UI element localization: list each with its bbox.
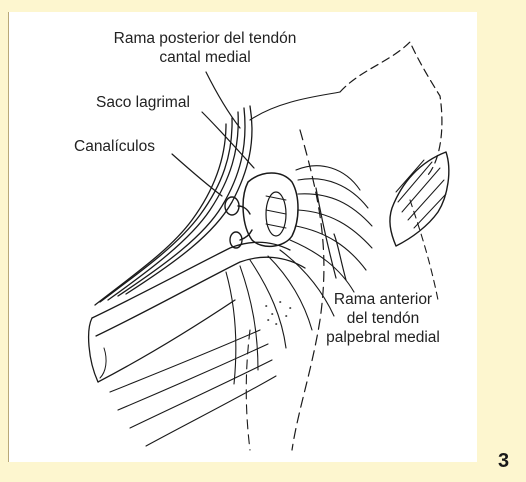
stipple-dots	[266, 302, 291, 324]
label-rama-anterior: Rama anterior del tendón palpebral media…	[304, 290, 462, 347]
lateral-orbit-dashed	[410, 200, 438, 300]
label-rama-posterior: Rama posterior del tendón cantal medial	[94, 29, 316, 67]
upper-lid-line	[250, 92, 340, 120]
orbit-outline-dashed	[340, 42, 442, 175]
label-rama-posterior-line1: Rama posterior del tendón	[94, 29, 316, 48]
lower-lid-fibres	[110, 330, 276, 446]
label-canaliculos: Canalículos	[74, 137, 155, 156]
lateral-muscle	[390, 152, 449, 246]
posterior-branch-fibres	[95, 106, 252, 305]
lacrimal-sac	[243, 173, 298, 246]
medial-tendon-band	[89, 242, 305, 382]
label-rama-anterior-line1: Rama anterior	[304, 290, 462, 309]
medial-edge-dashed	[246, 330, 250, 450]
label-saco-lagrimal: Saco lagrimal	[96, 93, 190, 112]
canaliculi	[225, 197, 252, 248]
leader-canaliculos	[172, 154, 222, 196]
figure-number: 3	[498, 450, 509, 473]
label-rama-posterior-line2: cantal medial	[94, 48, 316, 67]
leader-rama-posterior	[206, 72, 240, 128]
label-rama-anterior-line3: palpebral medial	[304, 328, 462, 347]
label-rama-anterior-line2: del tendón	[304, 309, 462, 328]
